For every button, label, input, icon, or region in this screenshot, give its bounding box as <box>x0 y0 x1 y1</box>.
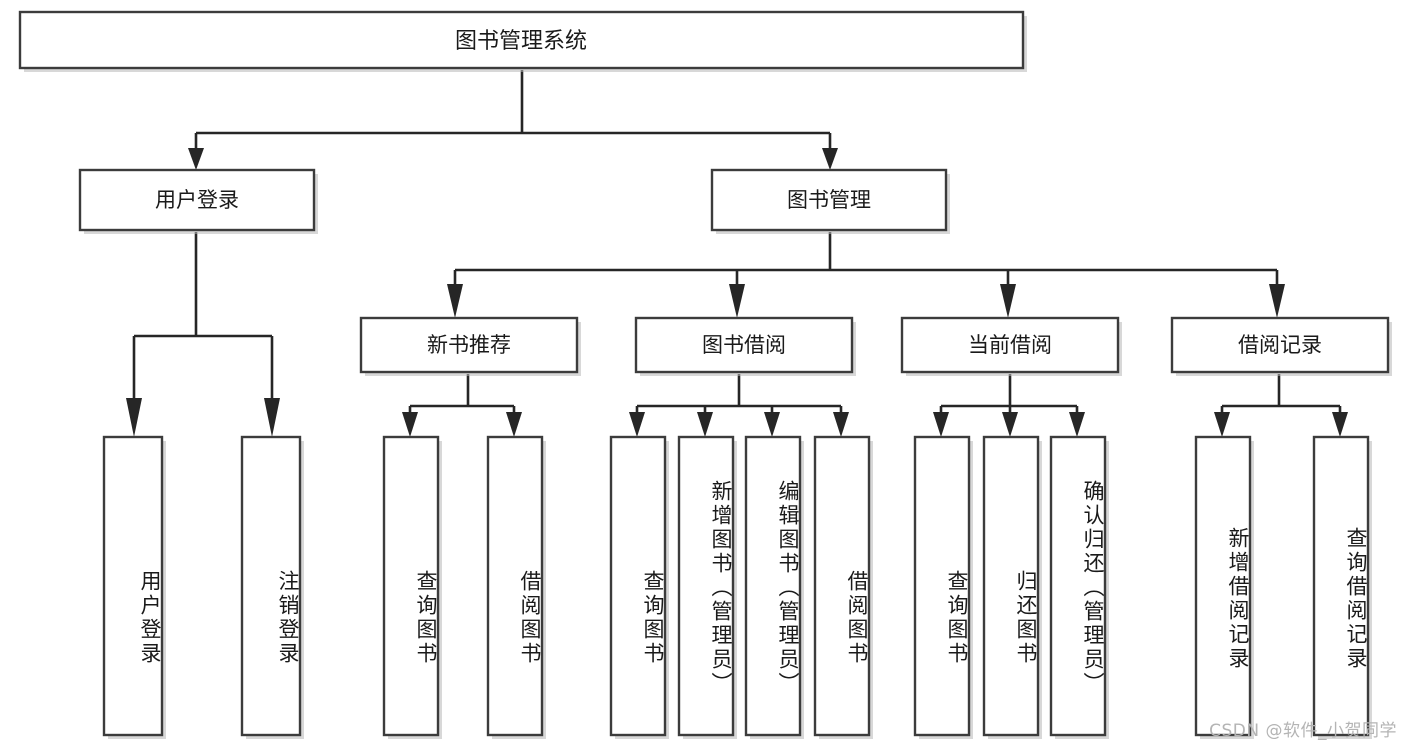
node-leaf-confirm-return-box[interactable] <box>1049 435 1107 737</box>
arrow-leaf-query-book-2 <box>629 412 645 437</box>
arrow-leaf-add-record <box>1214 412 1230 437</box>
node-root-label: 图书管理系统 <box>455 29 587 54</box>
node-leaf-edit-book-box[interactable] <box>744 435 802 737</box>
arrow-leaf-add-book <box>697 412 713 437</box>
arrow-book-borrow <box>729 284 745 318</box>
arrow-leaf-query-book-1 <box>402 412 418 437</box>
arrow-leaf-user-login <box>126 398 142 437</box>
node-current-borrow-box[interactable] <box>900 316 1120 374</box>
node-leaf-user-login-box[interactable] <box>102 435 164 737</box>
node-leaf-return-book-box[interactable] <box>982 435 1040 737</box>
node-new-book-recommend-label: 新书推荐 <box>427 333 511 357</box>
arrow-borrow-record <box>1269 284 1285 318</box>
nodes-layer: 图书管理系统 用户登录 图书管理 新书推荐 图书借阅 当前借阅 借阅记录 <box>18 10 1392 739</box>
node-leaf-add-book-box[interactable] <box>677 435 735 737</box>
arrow-leaf-borrow-book-1 <box>506 412 522 437</box>
node-user-login-label: 用户登录 <box>155 188 239 212</box>
node-current-borrow-label: 当前借阅 <box>968 333 1052 357</box>
node-leaf-query-book-2-box[interactable] <box>609 435 667 737</box>
node-user-login-box[interactable] <box>78 168 316 232</box>
arrow-leaf-query-record <box>1332 412 1348 437</box>
node-root-box[interactable] <box>18 10 1025 70</box>
node-leaf-query-book-3-box[interactable] <box>913 435 971 737</box>
connectors-layer <box>126 70 1348 437</box>
node-new-book-recommend-box[interactable] <box>359 316 579 374</box>
node-borrow-record-label: 借阅记录 <box>1238 333 1322 357</box>
node-borrow-record-box[interactable] <box>1170 316 1390 374</box>
node-leaf-borrow-book-1-box[interactable] <box>486 435 544 737</box>
arrow-leaf-borrow-book-2 <box>833 412 849 437</box>
arrow-leaf-query-book-3 <box>933 412 949 437</box>
arrow-leaf-user-logout <box>264 398 280 437</box>
node-book-borrow-label: 图书借阅 <box>702 333 786 357</box>
node-book-manage-label: 图书管理 <box>787 188 871 212</box>
arrow-leaf-return-book <box>1002 412 1018 437</box>
node-leaf-user-logout-box[interactable] <box>240 435 302 737</box>
arrow-new-book-recommend <box>447 284 463 318</box>
arrow-user-login <box>188 148 204 170</box>
arrow-current-borrow <box>1000 284 1016 318</box>
node-leaf-query-record-box[interactable] <box>1312 435 1370 737</box>
arrow-leaf-edit-book <box>764 412 780 437</box>
node-book-borrow-box[interactable] <box>634 316 854 374</box>
csdn-watermark: CSDN @软件_小贺同学 <box>1209 721 1397 741</box>
arrow-book-manage <box>822 148 838 170</box>
arrow-leaf-confirm-return <box>1069 412 1085 437</box>
node-leaf-add-record-box[interactable] <box>1194 435 1252 737</box>
node-book-manage-box[interactable] <box>710 168 948 232</box>
node-leaf-query-book-1-box[interactable] <box>382 435 440 737</box>
node-leaf-borrow-book-2-box[interactable] <box>813 435 871 737</box>
